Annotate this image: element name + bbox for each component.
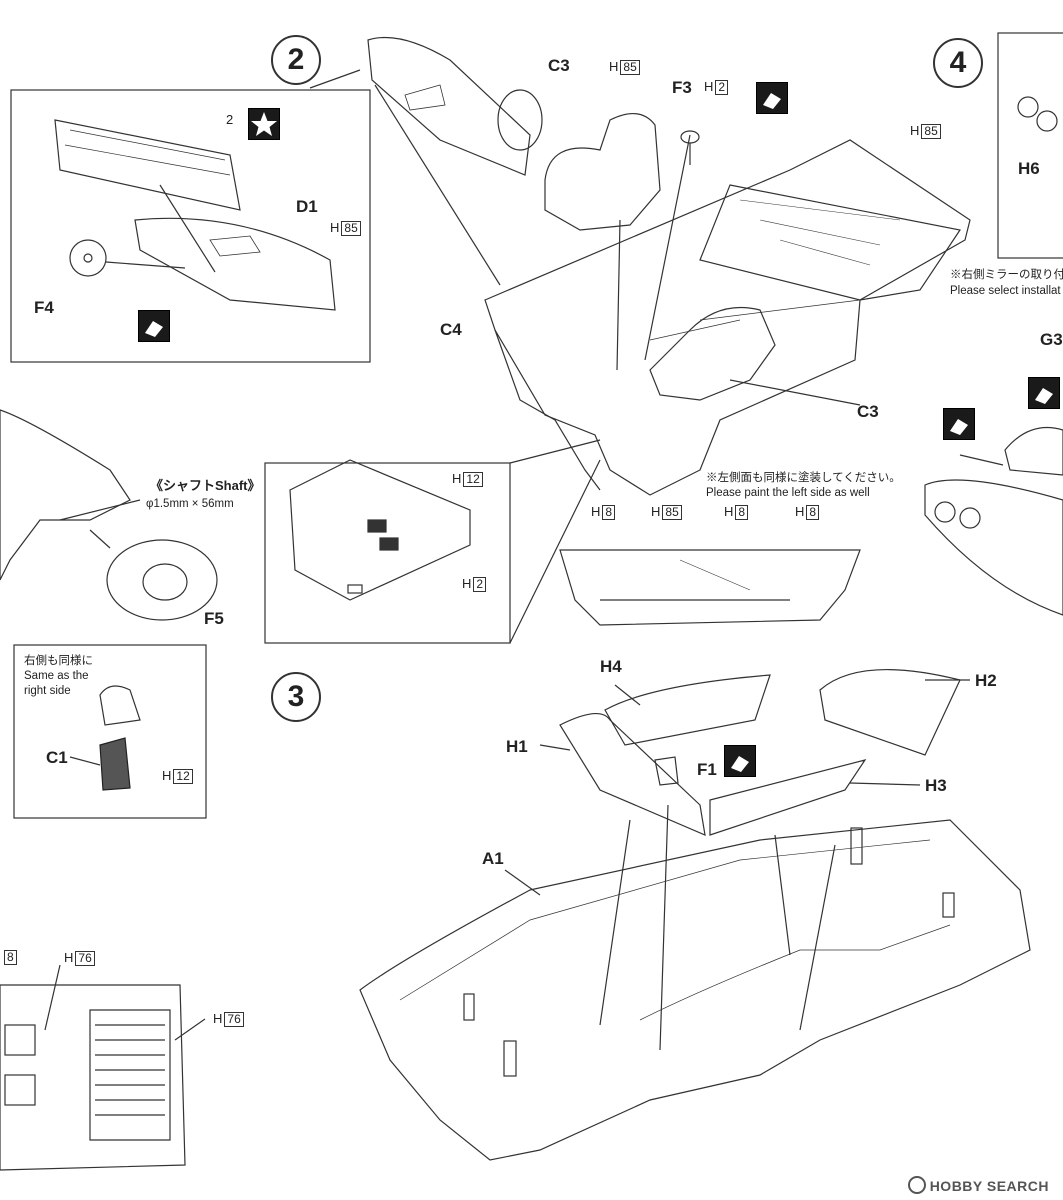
shaft-dimension: φ1.5mm × 56mm (146, 498, 234, 510)
detail-inset-frame (264, 462, 511, 644)
callout-c3-right: C3 (857, 402, 879, 421)
paint-callout-bottom-8: 8 (2, 950, 17, 965)
mirror-note-en: Please select installat (950, 285, 1061, 297)
cement-icon (138, 310, 170, 342)
seat-c3-top-part (544, 113, 661, 231)
callout-f3: F3 (672, 78, 692, 97)
callout-h4: H4 (600, 657, 622, 676)
bumper-g3-part (924, 479, 1063, 616)
mirror-note-jp: ※右側ミラーの取り付 (950, 269, 1063, 281)
callout-f4: F4 (34, 298, 54, 317)
side-panel-part (559, 549, 861, 626)
callout-g3: G3 (1040, 330, 1063, 349)
seat-c3-right-part (649, 306, 776, 401)
right-side-note-en2: right side (24, 685, 71, 697)
watermark: HOBBY SEARCH (907, 1176, 1049, 1194)
watermark-logo-icon (907, 1176, 926, 1194)
panel-h4-part (604, 674, 771, 746)
callout-h1: H1 (506, 737, 528, 756)
dashboard-inset-frame (10, 89, 371, 363)
cement-icon (756, 82, 788, 114)
dash-star-number: 2 (226, 112, 234, 127)
wheel-f5-part (106, 539, 218, 621)
part-f1 (654, 756, 679, 786)
panel-h3-part (709, 759, 867, 836)
callout-d1: D1 (296, 197, 318, 216)
callout-h3: H3 (925, 776, 947, 795)
callout-a1: A1 (482, 849, 504, 868)
tub-c4-part (484, 139, 971, 496)
floor-pan-a1-part (359, 819, 1031, 1161)
left-side-note-en: Please paint the left side as well (706, 487, 870, 499)
callout-c4: C4 (440, 320, 462, 339)
callout-c1: C1 (46, 748, 68, 767)
dashboard-top-part (367, 36, 531, 176)
step-number-4: 4 (933, 38, 983, 88)
dash-panel-part (54, 119, 241, 211)
step4-inset-frame (997, 32, 1063, 259)
callout-h2: H2 (975, 671, 997, 690)
cement-icon (943, 408, 975, 440)
callout-c3-top: C3 (548, 56, 570, 75)
cement-icon (724, 745, 756, 777)
right-side-note-jp: 右側も同様に (24, 655, 93, 667)
c1-inset-frame (13, 644, 207, 819)
callout-f5: F5 (204, 609, 224, 628)
dashboard-d1-part (134, 217, 336, 311)
steering-wheel-part (69, 239, 107, 277)
shaft-title: 《シャフトShaft》 (150, 478, 261, 493)
rearview-ring-part (497, 89, 543, 151)
cement-icon (1028, 377, 1060, 409)
chassis-left-part (0, 409, 131, 581)
panel-h2-part (819, 669, 961, 756)
panel-h1-part (559, 713, 706, 836)
step-number-3: 3 (271, 672, 321, 722)
callout-f1: F1 (697, 760, 717, 779)
underside-chassis-part (0, 984, 186, 1171)
left-side-note-jp: ※左側面も同様に塗装してください。 (706, 472, 901, 484)
star-icon (248, 108, 280, 140)
step-number-2: 2 (271, 35, 321, 85)
callout-h6: H6 (1018, 159, 1040, 178)
right-side-note-en1: Same as the (24, 670, 89, 682)
